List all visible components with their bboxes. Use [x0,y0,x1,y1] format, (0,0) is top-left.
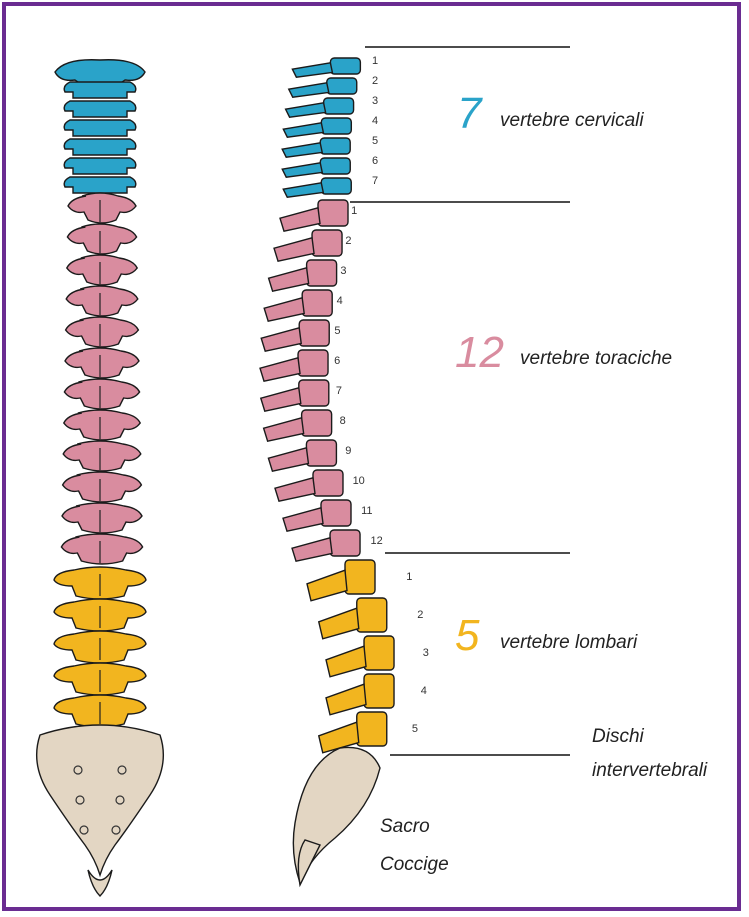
side-cervical-vertebra [289,78,357,97]
side-lumbar-vertebra [319,598,387,639]
discs-label-line2: intervertebrali [592,760,708,781]
thoracic-number-label: 3 [340,265,346,277]
side-cervical-vertebra [292,58,360,77]
thoracic-number-label: 11 [361,505,372,517]
cervical-number-label: 4 [372,115,378,127]
side-thoracic-vertebra [292,530,360,561]
side-thoracic-vertebra [283,500,351,531]
discs-label-line1: Dischi [592,726,645,747]
cervical-number-label: 1 [372,55,378,67]
thoracic-number-label: 5 [334,325,340,337]
side-thoracic-vertebra [261,320,329,351]
front-cervical-vertebra [64,177,136,193]
side-thoracic-vertebra [268,440,336,471]
cervical-number-label: 3 [372,95,378,107]
side-thoracic-vertebra [264,410,332,441]
cervical-count: 7 [457,89,483,138]
side-cervical-vertebra [283,178,351,197]
side-thoracic-vertebra [264,290,332,321]
front-thoracic-vertebra [66,317,139,347]
thoracic-number-label: 7 [336,385,342,397]
side-cervical-vertebra [286,98,354,117]
side-lumbar-vertebra [326,674,394,715]
coccyx-label: Coccige [380,854,449,875]
cervical-label: vertebre cervicali [500,110,644,131]
side-cervical-vertebra [283,118,351,137]
thoracic-number-label: 10 [353,475,365,487]
thoracic-number-label: 1 [351,205,357,217]
front-cervical-vertebra [64,82,136,98]
lumbar-count: 5 [455,611,480,660]
lumbar-number-label: 3 [423,647,429,659]
side-lumbar-vertebra [319,712,387,753]
thoracic-number-label: 6 [334,355,340,367]
side-cervical-vertebra [282,138,350,157]
side-cervical-vertebra [282,158,350,177]
cervical-number-label: 5 [372,135,378,147]
lumbar-number-label: 4 [421,685,427,697]
cervical-number-label: 2 [372,75,378,87]
front-thoracic-vertebra [67,255,137,285]
front-view-spine [37,60,164,896]
side-thoracic-vertebra [260,350,328,381]
thoracic-number-label: 8 [340,415,346,427]
front-cervical-vertebra [64,120,136,136]
front-thoracic-vertebra [66,286,138,316]
side-lumbar-vertebra [326,636,394,677]
front-thoracic-vertebra [63,441,141,471]
front-thoracic-vertebra [65,348,139,378]
lumbar-label: vertebre lombari [500,632,638,653]
front-sacrum [37,725,164,875]
front-thoracic-vertebra [61,534,142,564]
thoracic-label: vertebre toraciche [520,348,672,369]
front-cervical-vertebra [64,101,136,117]
side-thoracic-vertebra [269,260,337,291]
cervical-number-label: 7 [372,175,378,187]
thoracic-number-label: 9 [345,445,351,457]
front-thoracic-vertebra [64,379,139,409]
front-cervical-vertebra [64,139,136,155]
front-thoracic-vertebra [62,503,142,533]
side-thoracic-vertebra [275,470,343,501]
side-thoracic-vertebra [280,200,348,231]
side-coccyx [298,840,320,885]
lumbar-number-label: 2 [417,609,423,621]
cervical-number-label: 6 [372,155,378,167]
thoracic-count: 12 [455,328,504,377]
thoracic-number-label: 4 [337,295,343,307]
front-cervical-vertebra [64,158,136,174]
thoracic-number-label: 12 [370,535,382,547]
front-thoracic-vertebra [64,410,140,440]
sacrum-label: Sacro [380,816,430,837]
thoracic-number-label: 2 [345,235,351,247]
side-thoracic-vertebra [261,380,329,411]
front-thoracic-vertebra [68,193,136,223]
side-lumbar-vertebra [307,560,375,601]
front-thoracic-vertebra [63,472,142,502]
side-thoracic-vertebra [274,230,342,261]
front-thoracic-vertebra [67,224,136,254]
lumbar-number-label: 5 [412,723,418,735]
lumbar-number-label: 1 [406,571,412,583]
